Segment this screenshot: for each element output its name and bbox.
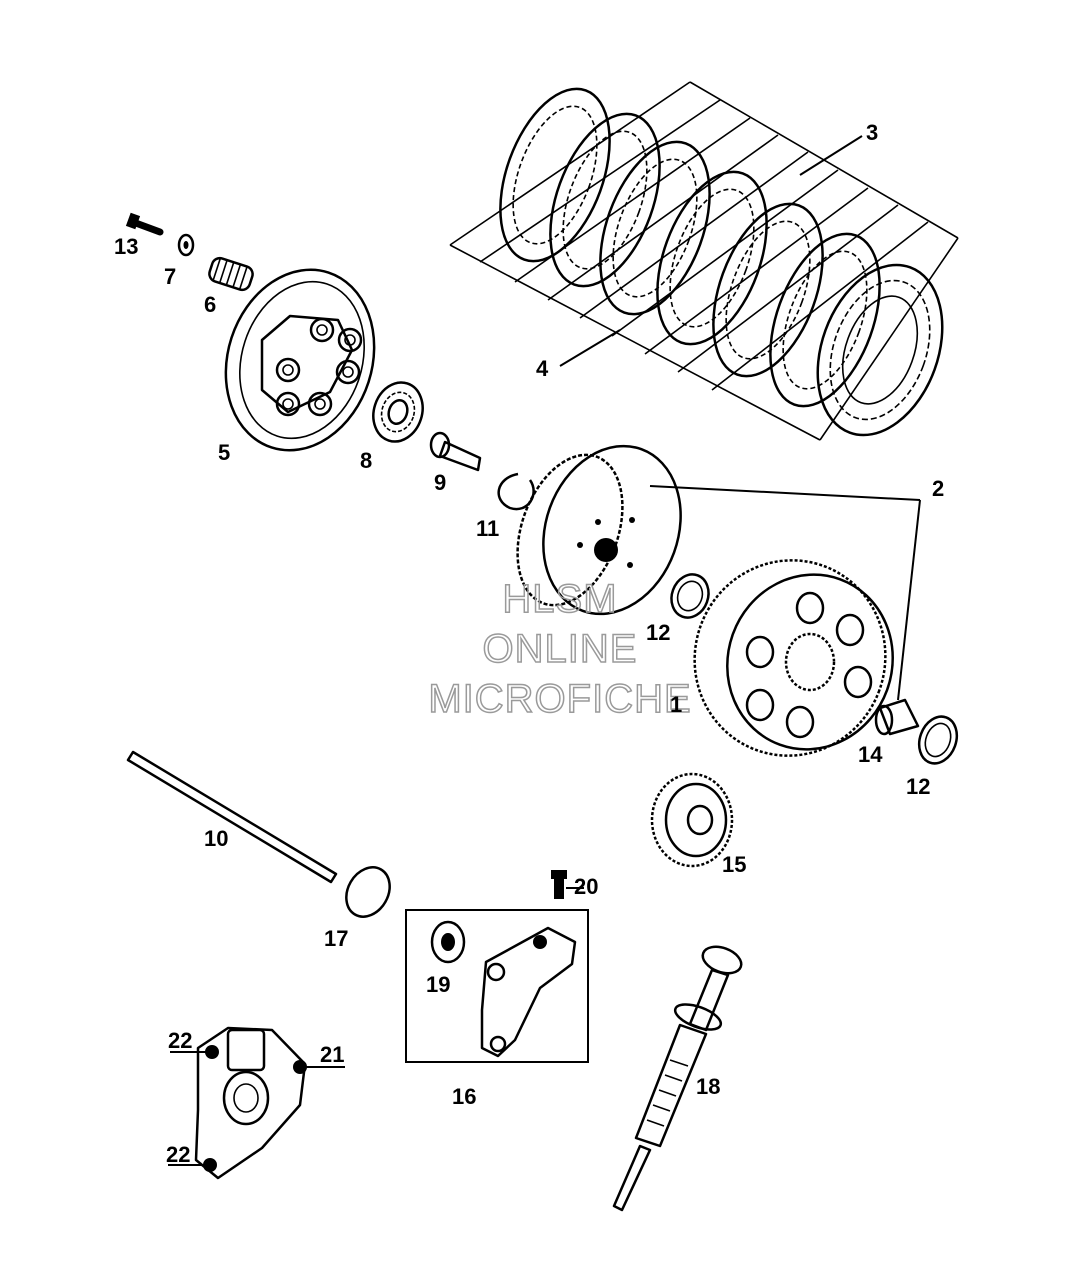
label-22-upper: 22 xyxy=(168,1028,192,1053)
washer-12-lower xyxy=(917,715,959,765)
label-3: 3 xyxy=(866,120,878,145)
clutch-plate-7 xyxy=(816,263,944,437)
label-20: 20 xyxy=(574,874,598,899)
cover-21 xyxy=(194,1026,307,1180)
watermark-line-1: HLSM xyxy=(502,577,617,621)
clutch-release-assembly-16 xyxy=(405,909,589,1063)
part-labels: 1 2 3 4 5 6 7 8 9 10 11 12 12 13 14 15 1… xyxy=(114,120,944,1167)
label-16: 16 xyxy=(452,1084,476,1109)
clutch-basket-1 xyxy=(693,559,894,757)
spring-6 xyxy=(208,256,254,292)
watermark: HLSM ONLINE MICROFICHE xyxy=(428,576,692,722)
clutch-plate-stack xyxy=(449,81,959,441)
label-22-lower: 22 xyxy=(166,1142,190,1167)
pressure-plate-5 xyxy=(224,268,376,452)
watermark-line-3: MICROFICHE xyxy=(428,677,691,721)
label-13: 13 xyxy=(114,234,138,259)
syringe-18 xyxy=(612,945,743,1212)
clutch-plate-5 xyxy=(712,202,824,378)
pushrod-10 xyxy=(126,750,338,884)
label-6: 6 xyxy=(204,292,216,317)
label-11: 11 xyxy=(476,516,499,541)
label-12-lower: 12 xyxy=(906,774,930,799)
label-7: 7 xyxy=(164,264,176,289)
label-10: 10 xyxy=(204,826,228,851)
label-8: 8 xyxy=(360,448,372,473)
gear-15 xyxy=(650,772,734,868)
label-12-upper: 12 xyxy=(646,620,670,645)
label-4: 4 xyxy=(536,356,549,381)
label-9: 9 xyxy=(434,470,446,495)
label-15: 15 xyxy=(722,852,746,877)
release-lever xyxy=(480,926,577,1058)
clutch-hub-2 xyxy=(516,444,682,616)
pushrod-piece-9 xyxy=(429,431,482,472)
bearing-8 xyxy=(372,381,424,443)
label-2: 2 xyxy=(932,476,944,501)
watermark-line-2: ONLINE xyxy=(483,627,638,671)
label-17: 17 xyxy=(324,926,348,951)
leader-lines xyxy=(168,135,921,1166)
clutch-plate-1 xyxy=(499,87,611,263)
circlip-11 xyxy=(497,472,535,511)
washer-7 xyxy=(177,233,195,257)
bolt-13 xyxy=(125,212,164,236)
label-5: 5 xyxy=(218,440,230,465)
clutch-plate-3 xyxy=(599,140,711,316)
bushing-14 xyxy=(874,698,920,736)
label-18: 18 xyxy=(696,1074,720,1099)
clutch-plate-2 xyxy=(549,112,661,288)
label-1: 1 xyxy=(670,692,682,717)
o-ring-17 xyxy=(345,866,391,918)
clutch-plate-4 xyxy=(656,170,768,346)
bolt-20 xyxy=(551,870,567,899)
label-14: 14 xyxy=(858,742,883,767)
label-19: 19 xyxy=(426,972,450,997)
clutch-plate-6 xyxy=(769,232,881,408)
seal-19 xyxy=(430,920,466,964)
washer-12-upper xyxy=(670,573,710,619)
label-21: 21 xyxy=(320,1042,344,1067)
